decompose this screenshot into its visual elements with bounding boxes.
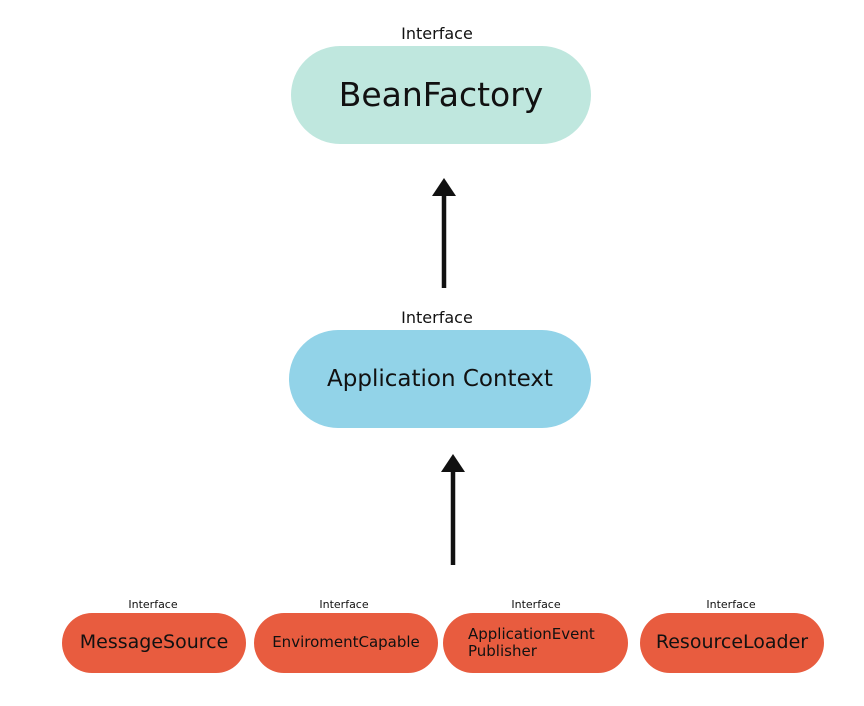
resource-loader-title: ResourceLoader [655, 631, 809, 654]
arrowhead-context-to-beanfactory [432, 178, 456, 196]
application-event-publisher-stereotype-label: Interface [511, 598, 561, 611]
beanfactory-stereotype-label: Interface [401, 24, 473, 43]
application-context-stereotype-label: Interface [401, 308, 473, 327]
resource-loader-stereotype-label: Interface [706, 598, 756, 611]
enviroment-capable-stereotype-label: Interface [319, 598, 369, 611]
beanfactory-title: BeanFactory [338, 75, 544, 115]
message-source-title: MessageSource [79, 631, 229, 654]
message-source-node: MessageSource [62, 613, 246, 673]
application-event-publisher-node: ApplicationEvent Publisher [443, 613, 628, 673]
resource-loader-node: ResourceLoader [640, 613, 824, 673]
beanfactory-node: BeanFactory [291, 46, 591, 144]
application-event-publisher-title: ApplicationEvent Publisher [468, 625, 595, 660]
arrowhead-bottom-to-context [441, 454, 465, 472]
enviroment-capable-node: EnviromentCapable [254, 613, 438, 673]
application-context-node: Application Context [289, 330, 591, 428]
enviroment-capable-title: EnviromentCapable [272, 633, 420, 652]
message-source-stereotype-label: Interface [128, 598, 178, 611]
application-context-title: Application Context [327, 365, 553, 392]
